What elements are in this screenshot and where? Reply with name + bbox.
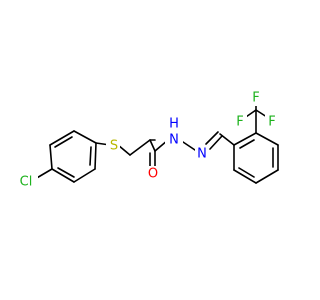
- trifluoromethylphenyl-ring: [233, 132, 279, 184]
- atom-f-left: F: [233, 114, 247, 130]
- atom-cl: Cl: [14, 171, 38, 190]
- bond: [233, 169, 257, 184]
- bond: [51, 168, 75, 183]
- bond: [238, 167, 255, 178]
- bond: [73, 168, 96, 183]
- atom-label-nh-n: N: [169, 133, 179, 148]
- bond: [73, 130, 97, 144]
- atom-label-f-top: F: [252, 91, 259, 106]
- bond: [57, 167, 75, 178]
- bond: [89, 146, 92, 166]
- atom-n: N: [195, 146, 209, 162]
- bond: [255, 169, 279, 184]
- molecule-structure: Cl S O H N N F F F: [14, 90, 279, 190]
- bond: [129, 139, 151, 156]
- bond: [255, 132, 279, 146]
- atom-f-right: F: [265, 114, 279, 130]
- bond: [233, 132, 257, 146]
- atom-label-n: N: [197, 147, 207, 162]
- atom-s: S: [106, 138, 120, 154]
- atom-label-f-right: F: [268, 115, 275, 130]
- bond: [54, 136, 73, 148]
- atom-nh: H N: [165, 117, 183, 148]
- atom-label-s: S: [110, 139, 118, 154]
- atom-label-cl: Cl: [20, 175, 33, 190]
- molecule-canvas: Cl S O H N N F F F: [14, 90, 279, 190]
- atom-f-top: F: [249, 90, 263, 106]
- bond: [239, 139, 255, 149]
- atom-label-o: O: [148, 167, 158, 182]
- bond: [49, 144, 53, 170]
- atom-o: O: [147, 166, 161, 182]
- bond: [149, 139, 156, 152]
- atom-label-f-left: F: [236, 115, 243, 130]
- thioether-chain: [95, 139, 156, 156]
- atom-label-nh-h: H: [169, 117, 179, 132]
- bond: [209, 135, 223, 150]
- bond: [205, 131, 219, 145]
- chlorophenyl-ring: [34, 130, 97, 183]
- bond: [49, 130, 75, 146]
- bond: [94, 142, 97, 170]
- bond: [219, 133, 235, 146]
